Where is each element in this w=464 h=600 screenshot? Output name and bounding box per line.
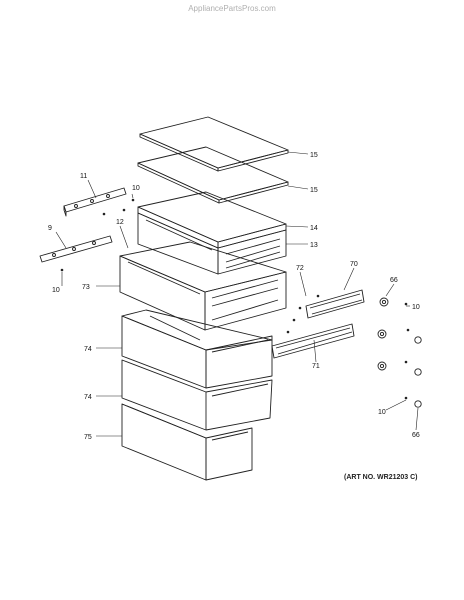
callout-slide-rail-right: 70 [350,261,358,268]
screws [60,198,410,400]
callout-screw-top: 10 [412,304,420,311]
callout-left-bracket-upper: 11 [80,173,87,180]
crisper-drawer-upper [137,212,287,275]
callout-bracket-screw-upper: 10 [132,185,140,192]
watermark: AppliancePartsPros.com [188,4,276,13]
callout-screw-bottom: 10 [378,409,386,416]
drawer-cover [137,191,287,249]
callout-bracket-screw-lower: 10 [52,287,60,294]
callout-drawer-b: 74 [84,394,92,401]
art-number: (ART NO. WR21203 C) [344,474,418,481]
slide-rail-71 [271,323,355,359]
glass-shelf-second [137,146,289,204]
callout-drawer-frame: 13 [310,242,318,249]
left-bracket-lower [39,235,113,263]
glass-shelf-top [139,116,289,172]
drawer-b [121,359,273,431]
callout-slide-rail-lower: 71 [312,363,320,370]
callout-shelf-second: 15 [310,187,318,194]
drawer-a [121,309,273,389]
drawer-bottom [121,403,253,481]
callout-shelf-top: 15 [310,152,318,159]
drawer-large [119,241,287,331]
callout-drawer-upper: 12 [116,219,124,226]
callout-roller-top: 66 [390,277,398,284]
callout-left-bracket-lower: 9 [48,225,52,232]
leader-lines [55,151,419,437]
left-bracket-upper [63,187,127,217]
callout-drawer-bottom: 75 [84,434,92,441]
callout-drawer-cover: 14 [310,225,318,232]
callout-drawer-large: 73 [82,284,90,291]
callout-roller-bottom: 66 [412,432,420,439]
callout-screw-group: 72 [296,265,304,272]
slide-rail-70 [305,289,365,319]
roller-hardware [377,297,422,408]
callout-drawer-a: 74 [84,346,92,353]
